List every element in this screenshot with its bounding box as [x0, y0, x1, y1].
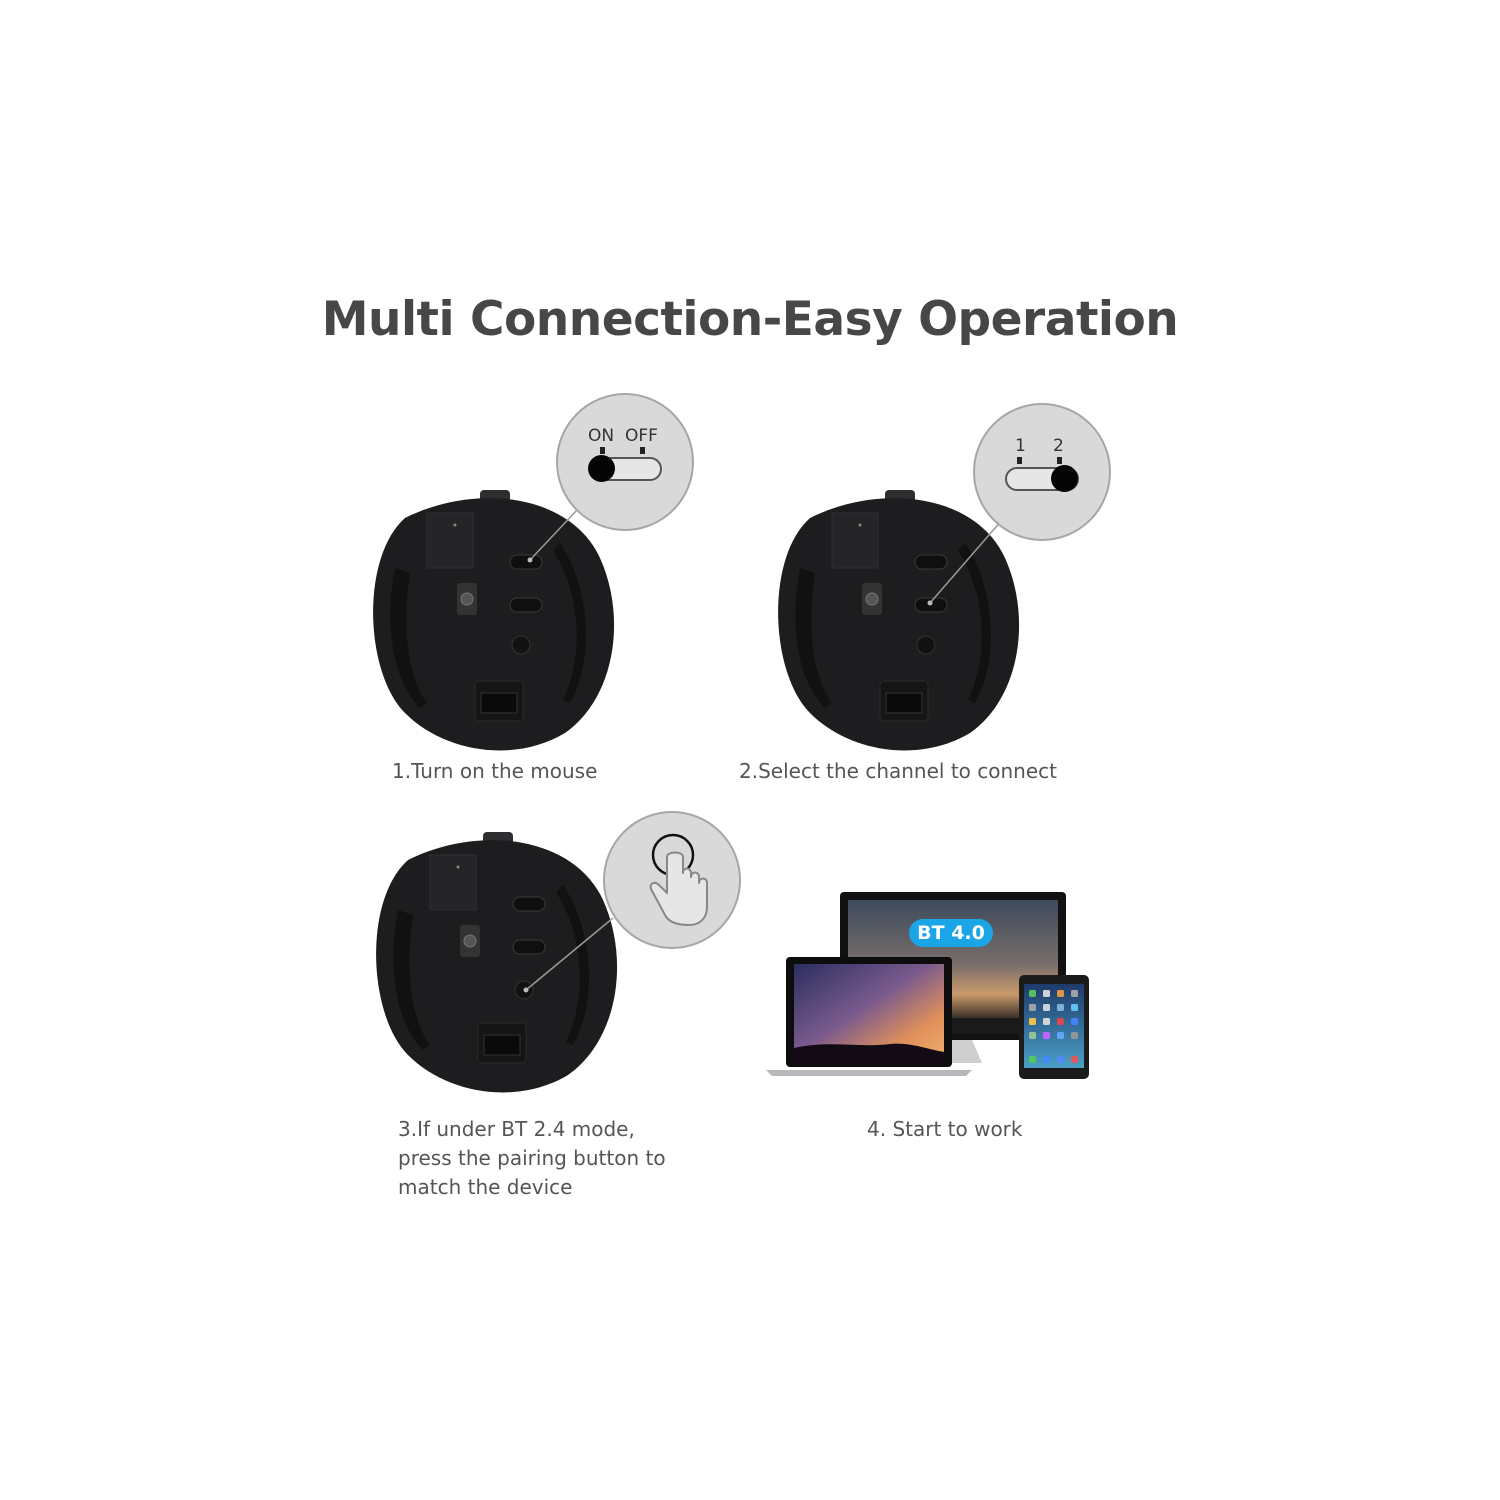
- mouse-bottom-view-step-1: [373, 490, 615, 751]
- switch-label-channel-2: 2: [1053, 436, 1064, 456]
- devices-illustration: [766, 892, 1089, 1079]
- step-3-caption-line-1: 3.If under BT 2.4 mode,: [398, 1117, 635, 1141]
- switch-label-channel-1: 1: [1015, 436, 1026, 456]
- step-1-caption: 1.Turn on the mouse: [392, 759, 598, 783]
- channel-switch-knob: [1051, 465, 1078, 492]
- channel-switch-callout: 1 2: [973, 403, 1111, 541]
- switch-label-on: ON: [588, 426, 615, 446]
- step-4-caption: 4. Start to work: [867, 1117, 1023, 1141]
- pairing-button-callout: [603, 811, 741, 949]
- power-switch-callout: ON OFF: [556, 393, 694, 531]
- mouse-bottom-view-step-2: [778, 490, 1020, 751]
- step-3-caption-line-2: press the pairing button to: [398, 1146, 666, 1170]
- step-3-caption: 3.If under BT 2.4 mode, press the pairin…: [398, 1115, 666, 1202]
- power-switch-knob: [588, 455, 615, 482]
- step-2-caption: 2.Select the channel to connect: [739, 759, 1057, 783]
- switch-label-off: OFF: [625, 426, 658, 446]
- page-title: Multi Connection-Easy Operation: [321, 292, 1179, 347]
- bt-version-badge: BT 4.0: [909, 919, 993, 947]
- mouse-bottom-view-step-3: [376, 832, 618, 1093]
- hand-pointer-icon: [649, 833, 708, 926]
- step-3-caption-line-3: match the device: [398, 1175, 573, 1199]
